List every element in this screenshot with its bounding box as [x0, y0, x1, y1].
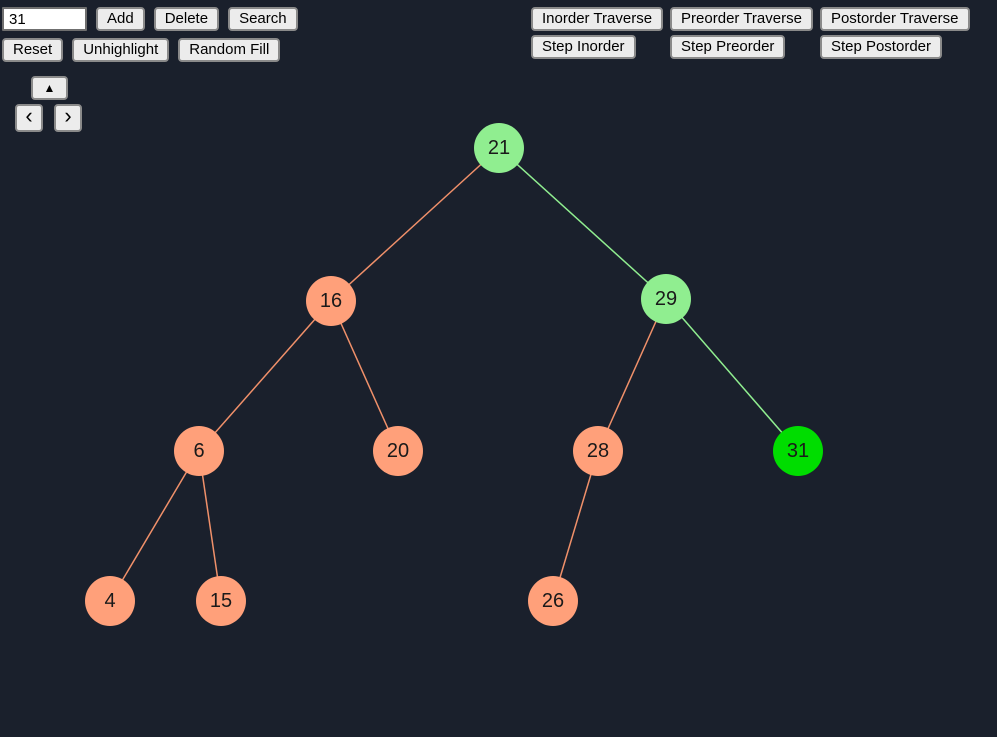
- pan-up-button[interactable]: ▲: [31, 76, 68, 100]
- step-postorder-button[interactable]: Step Postorder: [819, 35, 942, 59]
- tree-node-29: 29: [641, 274, 691, 324]
- tree-edge-21-16: [330, 147, 500, 302]
- step-inorder-button[interactable]: Step Inorder: [531, 35, 636, 59]
- tree-node-21: 21: [474, 123, 524, 173]
- toolbar-left-row-2: Reset Unhighlight Random Fill: [2, 38, 281, 62]
- tree-edge-16-20: [330, 300, 399, 452]
- tree-edge-21-29: [498, 147, 667, 300]
- tree-node-31: 31: [773, 426, 823, 476]
- tree-edge-29-31: [665, 298, 799, 452]
- tree-edge-6-4: [109, 450, 200, 602]
- delete-button[interactable]: Delete: [153, 7, 220, 31]
- tree-node-20: 20: [373, 426, 423, 476]
- up-triangle-icon: ▲: [43, 80, 56, 95]
- chevron-left-icon: ‹: [25, 103, 33, 129]
- pan-right-button[interactable]: ›: [54, 103, 82, 132]
- toolbar-left-row-1: Add Delete Search: [2, 7, 298, 31]
- add-button[interactable]: Add: [96, 7, 145, 31]
- inorder-traverse-button[interactable]: Inorder Traverse: [531, 7, 664, 31]
- pan-left-button[interactable]: ‹: [15, 103, 43, 132]
- unhighlight-button[interactable]: Unhighlight: [72, 38, 170, 62]
- tree-edge-29-28: [597, 298, 667, 452]
- tree-edge-16-6: [198, 300, 332, 452]
- tree-edge-28-26: [552, 450, 599, 602]
- search-button[interactable]: Search: [228, 7, 298, 31]
- tree-node-15: 15: [196, 576, 246, 626]
- chevron-right-icon: ›: [64, 103, 72, 129]
- tree-node-4: 4: [85, 576, 135, 626]
- toolbar-left: Add Delete Search Reset Unhighlight Rand…: [2, 7, 298, 62]
- tree-node-28: 28: [573, 426, 623, 476]
- reset-button[interactable]: Reset: [2, 38, 64, 62]
- tree-node-6: 6: [174, 426, 224, 476]
- tree-node-26: 26: [528, 576, 578, 626]
- random-fill-button[interactable]: Random Fill: [178, 38, 281, 62]
- tree-node-16: 16: [306, 276, 356, 326]
- toolbar-right: Inorder Traverse Preorder Traverse Posto…: [531, 7, 970, 59]
- step-preorder-button[interactable]: Step Preorder: [670, 35, 786, 59]
- postorder-traverse-button[interactable]: Postorder Traverse: [819, 7, 970, 31]
- value-input[interactable]: [2, 7, 87, 31]
- preorder-traverse-button[interactable]: Preorder Traverse: [670, 7, 813, 31]
